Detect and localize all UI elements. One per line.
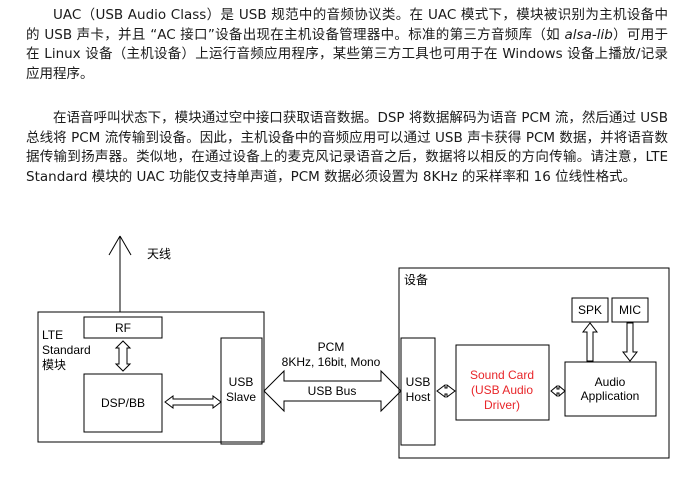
pcm-format-label: 8KHz, 16bit, Mono <box>282 355 381 369</box>
module-label-module: 模块 <box>42 358 66 372</box>
sound-card-block <box>455 344 550 421</box>
usb-slave-block <box>220 337 263 445</box>
device-box <box>398 267 670 459</box>
rf-block <box>83 316 163 339</box>
audio-app-label-audio: Audio <box>595 375 626 389</box>
antenna-icon <box>108 235 132 312</box>
device-label: 设备 <box>404 273 428 287</box>
mic-label: MIC <box>619 303 641 317</box>
usb-bus-label: USB Bus <box>308 384 357 398</box>
sound-card-label-title: Sound Card <box>470 368 534 382</box>
usb-host-label-usb: USB <box>406 375 431 389</box>
app-to-spk-arrow <box>581 322 599 362</box>
audio-app-label-application: Application <box>581 389 640 403</box>
voice-call-paragraph: 在语音呼叫状态下，模块通过空中接口获取语音数据。DSP 将数据解码为语音 PCM… <box>26 110 668 185</box>
module-label-lte: LTE <box>42 328 63 342</box>
antenna-label: 天线 <box>147 247 171 261</box>
intro-library-name: alsa-lib <box>564 26 613 43</box>
intro-text-end: ）可用于在 Linux 设备（主机设备）上运行音频应用程序，某些第三方工具也可用… <box>26 26 668 82</box>
rf-label: RF <box>115 321 131 335</box>
mic-to-app-arrow <box>621 322 639 362</box>
sound-card-label-usb-audio: (USB Audio <box>471 383 533 397</box>
usb-slave-label-slave: Slave <box>226 390 256 404</box>
dsp-bb-label: DSP/BB <box>101 396 145 410</box>
spk-label: SPK <box>578 303 602 317</box>
intro-paragraph: UAC（USB Audio Class）是 USB 规范中的音频协议类。在 UA… <box>26 6 668 84</box>
pcm-label: PCM <box>318 340 345 354</box>
dsp-bb-block <box>83 373 163 433</box>
soundcard-app-double-arrow <box>550 384 566 398</box>
spk-block <box>571 297 609 323</box>
sound-card-label-driver: Driver) <box>484 398 520 412</box>
usb-host-label-host: Host <box>406 390 431 404</box>
module-label-standard: Standard <box>42 343 91 357</box>
dsp-usb-double-arrow <box>164 395 222 409</box>
rf-dsp-double-arrow <box>114 340 132 372</box>
host-soundcard-double-arrow <box>436 384 456 398</box>
usb-slave-label-usb: USB <box>229 375 254 389</box>
mic-block <box>611 297 649 323</box>
usb-host-block <box>400 337 436 446</box>
intro-text-start: UAC（USB Audio Class）是 USB 规范中的音频协议类。在 UA… <box>26 7 668 43</box>
audio-application-block <box>564 361 657 417</box>
lte-module-box <box>37 311 265 443</box>
